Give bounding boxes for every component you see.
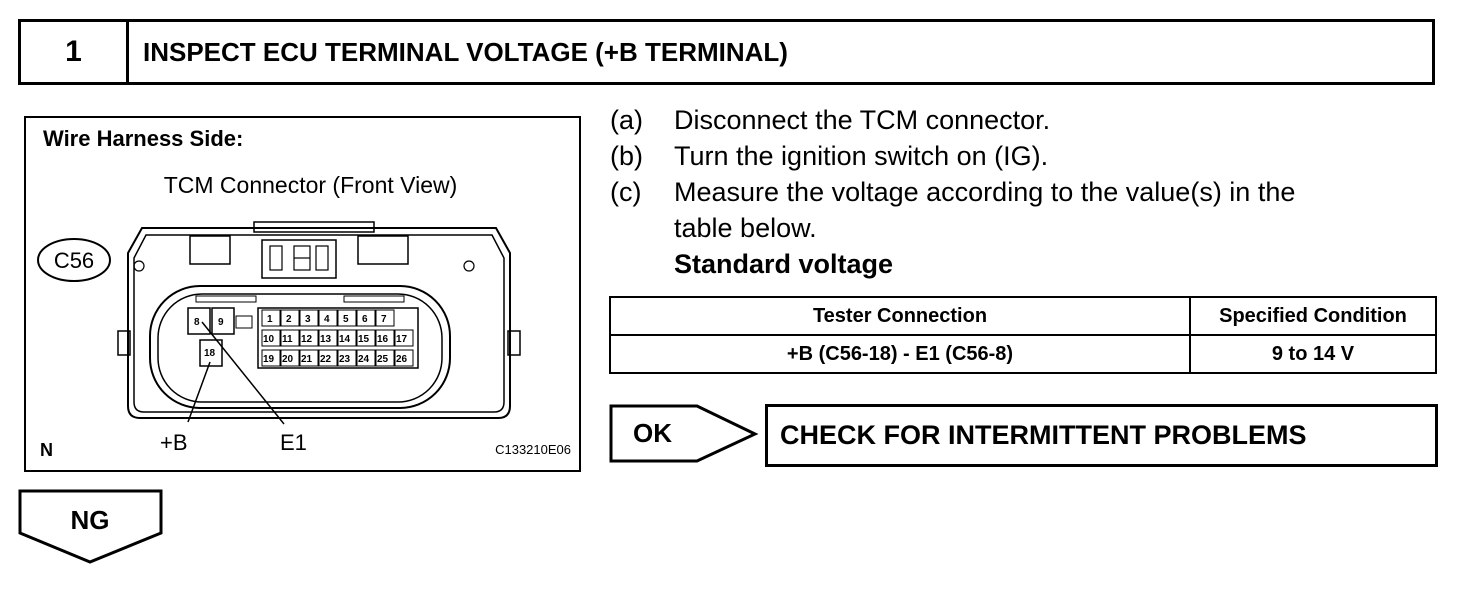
pin-label: 2 bbox=[286, 314, 292, 325]
spec-table: Tester Connection Specified Condition +B… bbox=[609, 296, 1437, 374]
ok-label: OK bbox=[633, 418, 672, 448]
step-header: 1 INSPECT ECU TERMINAL VOLTAGE (+B TERMI… bbox=[18, 19, 1435, 85]
e1-label: E1 bbox=[280, 430, 307, 455]
ng-label: NG bbox=[71, 505, 110, 535]
connector-id-label: C56 bbox=[54, 248, 94, 273]
connector-figure: 8 9 1 2 3 4 5 6 7 10 11 12 13 14 15 16 1… bbox=[24, 116, 581, 472]
standard-voltage-label: Standard voltage bbox=[674, 249, 894, 279]
pin-label: 1 bbox=[267, 314, 273, 325]
figure-code: C133210E06 bbox=[495, 442, 571, 457]
ok-arrow-shape: OK bbox=[609, 404, 759, 463]
e1-leader bbox=[201, 321, 285, 425]
pin-label: 12 bbox=[301, 334, 313, 345]
pin-grid bbox=[261, 309, 414, 367]
instruction-letter: (b) bbox=[610, 141, 643, 171]
pin-label: 25 bbox=[377, 354, 389, 365]
cell-specified-condition: 9 to 14 V bbox=[1189, 334, 1437, 374]
pin-label: 5 bbox=[343, 314, 349, 325]
pin-label: 3 bbox=[305, 314, 311, 325]
instruction-letter: (a) bbox=[610, 105, 643, 135]
ok-result-arrow: OK bbox=[609, 404, 759, 469]
cell-tester-connection: +B (C56-18) - E1 (C56-8) bbox=[609, 334, 1191, 374]
plus-b-label: +B bbox=[160, 430, 188, 455]
corner-mark: N bbox=[40, 440, 53, 460]
pin-label: 18 bbox=[204, 348, 216, 359]
pin-label: 26 bbox=[396, 354, 408, 365]
pin-label: 13 bbox=[320, 334, 332, 345]
pin-label: 23 bbox=[339, 354, 351, 365]
ng-result-arrow: NG bbox=[18, 489, 164, 570]
pin-label: 10 bbox=[263, 334, 275, 345]
pin-label: 19 bbox=[263, 354, 275, 365]
plus-b-leader bbox=[187, 361, 211, 423]
pin-label: 11 bbox=[282, 334, 293, 345]
step-number: 1 bbox=[21, 22, 129, 82]
instruction-text: Disconnect the TCM connector. bbox=[674, 105, 1051, 135]
figure-heading: Wire Harness Side: bbox=[43, 126, 244, 151]
table-row: +B (C56-18) - E1 (C56-8) 9 to 14 V bbox=[609, 334, 1437, 374]
step-title: INSPECT ECU TERMINAL VOLTAGE (+B TERMINA… bbox=[143, 37, 788, 67]
table-header-row: Tester Connection Specified Condition bbox=[609, 296, 1437, 336]
pin-label: 8 bbox=[194, 317, 200, 328]
pin-label: 4 bbox=[324, 314, 330, 325]
instruction-text: Turn the ignition switch on (IG). bbox=[674, 141, 1049, 171]
ng-arrow-shape: NG bbox=[18, 489, 163, 564]
instruction-text: table below. bbox=[674, 213, 817, 243]
header-specified-condition: Specified Condition bbox=[1189, 296, 1437, 336]
pin-label: 15 bbox=[358, 334, 370, 345]
pin-label: 17 bbox=[396, 334, 408, 345]
connector-title: TCM Connector (Front View) bbox=[163, 172, 458, 198]
instruction-text: Measure the voltage according to the val… bbox=[674, 177, 1296, 207]
pin-label: 7 bbox=[381, 314, 387, 325]
instruction-letter: (c) bbox=[610, 177, 642, 207]
pin-label: 24 bbox=[358, 354, 370, 365]
pin-label: 22 bbox=[320, 354, 332, 365]
pin-label: 14 bbox=[339, 334, 351, 345]
pin-label: 16 bbox=[377, 334, 389, 345]
pin-label: 21 bbox=[301, 354, 313, 365]
connector-id-ellipse bbox=[37, 238, 111, 282]
header-tester-connection: Tester Connection bbox=[609, 296, 1191, 336]
pin-label: 9 bbox=[218, 317, 224, 328]
pin-label: 20 bbox=[282, 354, 294, 365]
connector-diagram: 8 9 1 2 3 4 5 6 7 10 11 12 13 14 15 16 1… bbox=[37, 221, 521, 455]
ok-action-box: CHECK FOR INTERMITTENT PROBLEMS bbox=[765, 404, 1438, 467]
pin-label: 6 bbox=[362, 314, 368, 325]
